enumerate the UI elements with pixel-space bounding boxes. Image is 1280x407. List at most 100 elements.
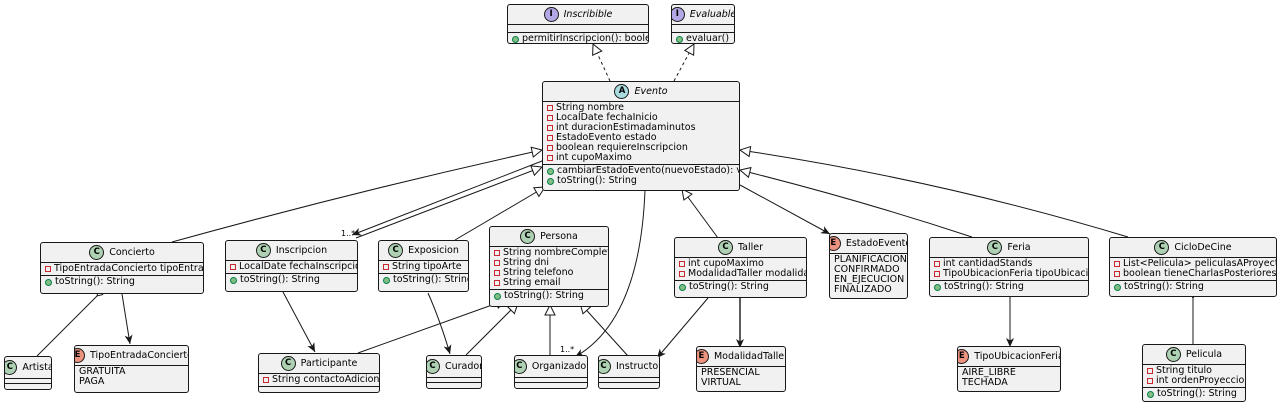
method-row: permitirInscripcion(): boolean: [512, 34, 648, 43]
private-icon: [1147, 378, 1153, 384]
private-icon: [547, 115, 553, 121]
class-evaluable[interactable]: I Evaluable evaluar(): [671, 4, 735, 44]
class-icon: C: [89, 245, 105, 260]
realization-inscribible: [593, 44, 611, 82]
class-name: Participante: [300, 358, 358, 369]
private-icon: [934, 261, 940, 267]
enum-icon: E: [958, 349, 970, 364]
class-name: TipoEntradaConcierto: [90, 350, 189, 361]
class-icon: C: [280, 356, 296, 371]
private-icon: [230, 264, 236, 270]
public-icon: [676, 35, 683, 43]
public-icon: [383, 276, 390, 284]
private-icon: [494, 270, 500, 276]
inheritance-concierto: [171, 150, 542, 243]
class-name: Taller: [737, 242, 764, 253]
class-artista[interactable]: C Artista: [4, 356, 52, 390]
aggregation-artista: [36, 288, 105, 357]
aggregation-evento-inscripcion: [351, 155, 553, 236]
association-curador: [427, 292, 452, 355]
abstract-class-icon: A: [614, 84, 630, 99]
class-icon: C: [515, 359, 527, 374]
private-icon: [1114, 261, 1120, 267]
class-name: Curador: [444, 361, 482, 372]
private-icon: [494, 250, 500, 256]
interface-icon: I: [672, 7, 685, 22]
public-icon: [45, 278, 52, 286]
private-icon: [547, 125, 553, 131]
inheritance-feria: [740, 170, 973, 238]
public-icon: [679, 283, 686, 291]
inheritance-curador: [465, 303, 518, 356]
class-icon: C: [520, 229, 536, 244]
private-icon: [45, 266, 51, 272]
class-icon: C: [599, 359, 611, 374]
class-icon: C: [388, 243, 404, 258]
association-tipoentrada: [121, 293, 133, 345]
private-icon: [1114, 271, 1120, 277]
class-instructor[interactable]: C Instructor: [598, 355, 660, 389]
class-name: Feria: [1007, 242, 1031, 253]
public-icon: [547, 177, 554, 185]
class-name: Pelicula: [1185, 349, 1223, 360]
class-icon: C: [987, 240, 1003, 255]
enum-icon: E: [830, 236, 841, 251]
class-curador[interactable]: C Curador: [426, 355, 482, 389]
class-icon: C: [717, 240, 733, 255]
inheritance-participante: [357, 300, 506, 354]
class-evento[interactable]: A Evento String nombre LocalDate fechaIni…: [542, 81, 740, 191]
class-name: CicloDeCine: [1174, 242, 1232, 253]
public-icon: [1114, 283, 1121, 291]
class-icon: C: [5, 360, 18, 375]
class-name: Instructor: [615, 361, 660, 372]
private-icon: [679, 261, 685, 267]
private-icon: [494, 260, 500, 266]
class-icon: C: [1154, 240, 1170, 255]
class-name: Evento: [634, 86, 668, 97]
class-icon: C: [427, 359, 440, 374]
private-icon: [547, 155, 553, 161]
private-icon: [263, 377, 269, 383]
enum-icon: E: [75, 348, 86, 363]
class-name: Evaluable: [689, 9, 735, 20]
class-organizador[interactable]: C Organizador: [514, 355, 588, 389]
class-name: ModalidadTaller: [713, 351, 786, 362]
class-name: Organizador: [531, 361, 588, 372]
private-icon: [1147, 368, 1153, 374]
class-icon: C: [255, 243, 271, 258]
inheritance-ciclodecine: [740, 150, 1129, 238]
association-estadoevento: [739, 184, 831, 235]
private-icon: [547, 105, 553, 111]
private-icon: [494, 280, 500, 286]
fields-section: String nombre LocalDate fechaInicio int …: [543, 102, 739, 165]
association-participante: [282, 291, 316, 353]
private-icon: [679, 271, 685, 277]
class-name: Artista: [22, 362, 52, 373]
multiplicity-inscripcion: 1..*: [341, 229, 355, 238]
class-name: Inscribible: [563, 9, 613, 20]
private-icon: [383, 264, 389, 270]
methods-section: cambiarEstadoEvento(nuevoEstado): void t…: [543, 165, 739, 187]
private-icon: [547, 145, 553, 151]
private-icon: [934, 271, 940, 277]
class-name: Persona: [540, 231, 578, 242]
multiplicity-organizador: 1..*: [560, 345, 574, 354]
association-organizador: [574, 189, 646, 358]
public-icon: [547, 167, 554, 175]
method-row: evaluar(): [676, 34, 730, 43]
